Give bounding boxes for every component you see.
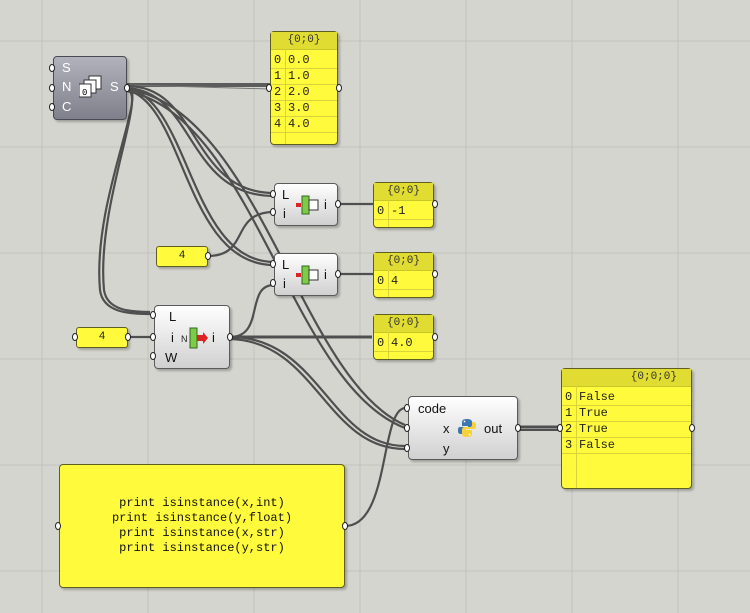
panel-negative-port-out[interactable] <box>432 200 438 208</box>
series-input-n: N <box>62 79 72 94</box>
code-panel-port-in[interactable] <box>55 522 61 530</box>
code-line: print isinstance(y,str) <box>119 541 285 555</box>
list-item-icon <box>296 265 319 285</box>
panel-float-port-out[interactable] <box>432 333 438 341</box>
list-item-2-port-out[interactable] <box>335 270 341 278</box>
panel-four-port-out[interactable] <box>432 270 438 278</box>
list-item-output-i: i <box>324 197 327 212</box>
slider-value: 4 <box>178 250 186 262</box>
panel-header: {0;0} <box>374 183 433 201</box>
python-icon <box>458 419 476 437</box>
list-item-2-port-l[interactable] <box>270 260 276 268</box>
python-port-code[interactable] <box>404 404 410 412</box>
panel-header: {0;0} <box>271 32 337 50</box>
series-input-s: S <box>62 60 71 75</box>
python-port-out[interactable] <box>515 424 521 432</box>
series-icon: 0 <box>79 75 102 98</box>
list-item-output-i: i <box>324 267 327 282</box>
series-input-c: C <box>62 99 72 114</box>
list-item-component-2[interactable]: L i i <box>274 253 338 296</box>
code-line: print isinstance(x,str) <box>119 526 285 540</box>
python-input-code: code <box>418 401 447 416</box>
python-port-y[interactable] <box>404 444 410 452</box>
list-item-main-component[interactable]: L i W i N <box>154 305 230 369</box>
series-port-n[interactable] <box>49 84 55 92</box>
code-panel-port-out[interactable] <box>342 522 348 530</box>
svg-text:0: 0 <box>82 88 87 98</box>
list-item-main-port-out[interactable] <box>227 333 233 341</box>
python-port-x[interactable] <box>404 424 410 432</box>
python-output: out <box>484 421 503 436</box>
list-item: 0-1 <box>374 203 433 220</box>
list-item-main-port-i[interactable] <box>150 333 156 341</box>
slider-top-port-out[interactable] <box>205 252 211 260</box>
slider-left-port-in[interactable] <box>72 333 78 341</box>
list-item-input-i: i <box>283 276 286 291</box>
list-item-input-w: W <box>165 350 178 365</box>
list-item-input-i: i <box>283 206 286 221</box>
slider-value: 4 <box>98 331 106 343</box>
list-item-1-port-i[interactable] <box>270 208 276 216</box>
number-slider-left[interactable]: 4 <box>76 327 128 348</box>
series-output-s: S <box>110 79 119 94</box>
number-slider-top[interactable]: 4 <box>156 246 208 267</box>
list-item-main-port-w[interactable] <box>150 352 156 360</box>
list-item-2-port-i[interactable] <box>270 279 276 287</box>
list-item-icon <box>296 195 319 215</box>
list-item-wrap-icon: N <box>181 327 208 349</box>
series-panel-port-in[interactable] <box>266 84 272 92</box>
series-port-out[interactable] <box>124 84 130 92</box>
series-component[interactable]: S N C S 0 <box>53 56 127 120</box>
list-item-output-i: i <box>212 330 215 345</box>
list-item-input-l: L <box>282 187 290 202</box>
list-item-component-1[interactable]: L i i <box>274 183 338 226</box>
list-item-1-port-l[interactable] <box>270 190 276 198</box>
series-panel-port-out[interactable] <box>336 84 342 92</box>
list-item-1-port-out[interactable] <box>335 200 341 208</box>
list-item-main-port-l[interactable] <box>150 311 156 319</box>
result-panel-port-out[interactable] <box>689 424 695 432</box>
panel-negative[interactable]: {0;0} 0-1 <box>373 182 434 228</box>
series-port-c[interactable] <box>49 103 55 111</box>
code-panel[interactable]: print isinstance(x,int) print isinstance… <box>59 464 345 588</box>
list-item-input-l: L <box>169 309 177 324</box>
svg-text:N: N <box>181 334 188 344</box>
result-panel-port-in[interactable] <box>557 424 563 432</box>
panel-header: {0;0} <box>374 315 433 333</box>
list-item-input-l: L <box>282 257 290 272</box>
panel-header: {0;0;0} <box>562 369 691 387</box>
slider-left-port-out[interactable] <box>125 333 131 341</box>
python-component[interactable]: code x y out <box>408 396 518 460</box>
python-input-x: x <box>443 421 450 436</box>
list-item-input-i: i <box>171 330 174 345</box>
code-line: print isinstance(y,float) <box>111 511 293 525</box>
series-port-s[interactable] <box>49 64 55 72</box>
code-line: print isinstance(x,int) <box>119 496 285 510</box>
python-input-y: y <box>443 441 450 456</box>
panel-header: {0;0} <box>374 253 433 271</box>
